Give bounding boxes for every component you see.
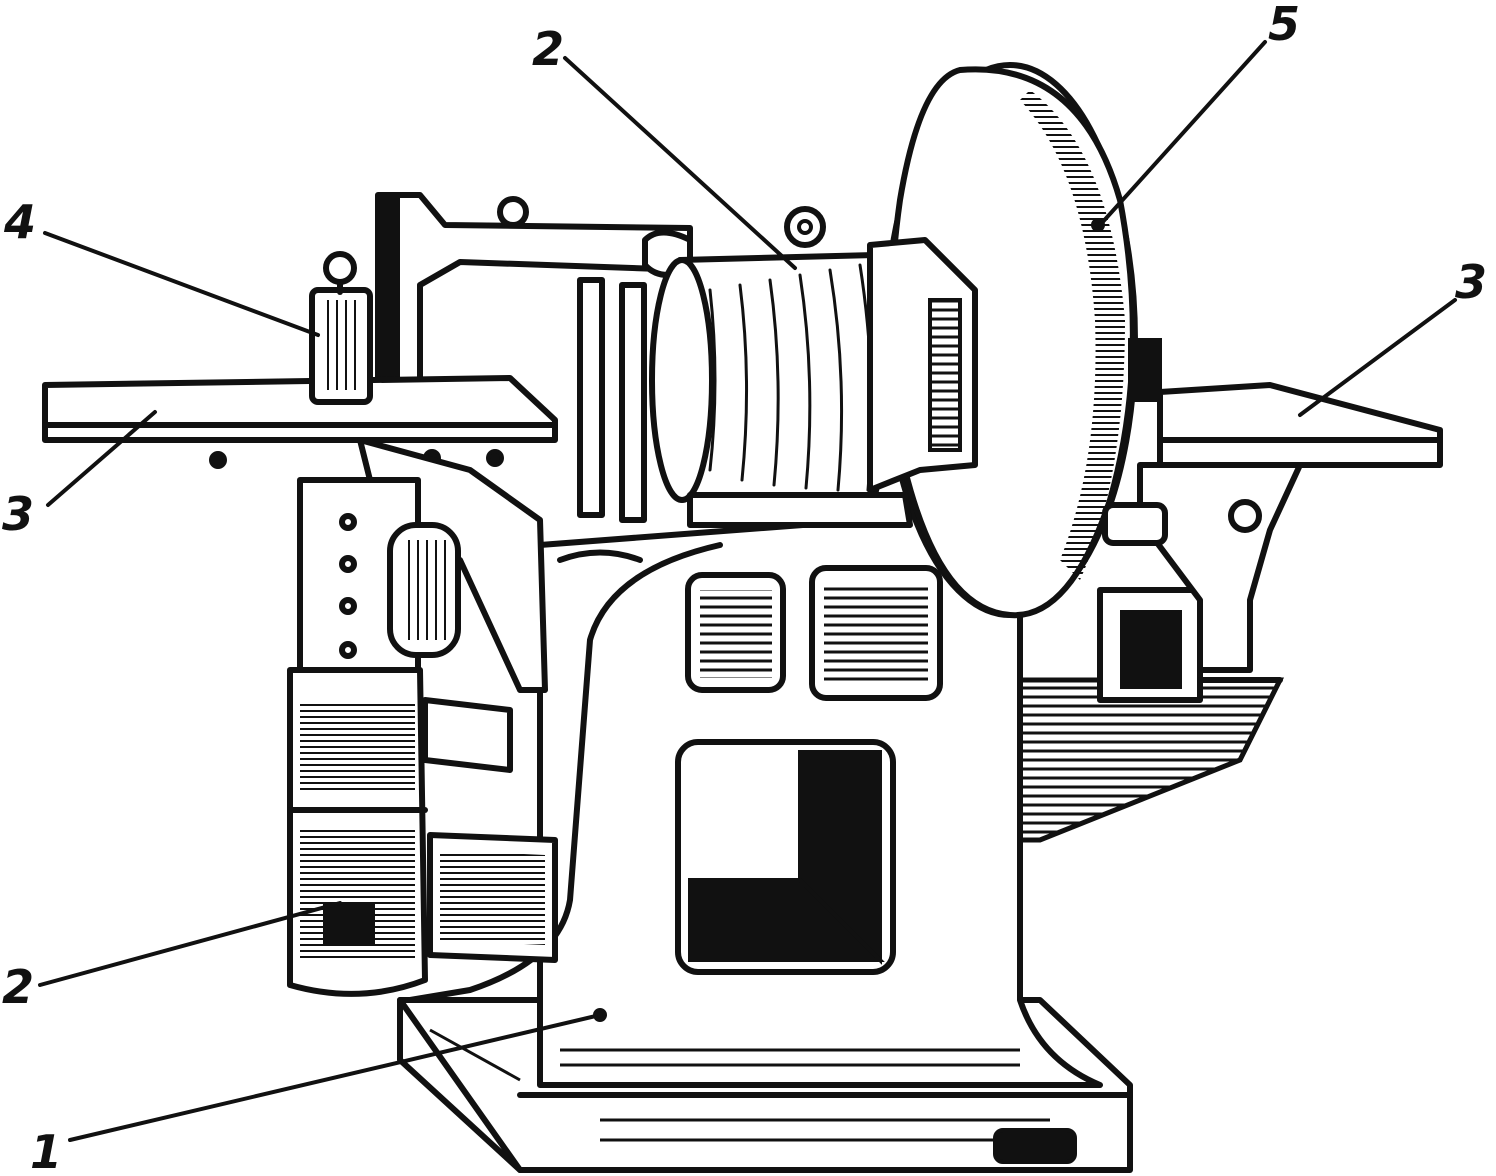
grinding-wheel: [882, 62, 1203, 703]
leader-3-right: [1298, 298, 1457, 417]
lower-column: [297, 437, 548, 693]
machine-column: [407, 507, 1285, 1088]
left-work-table: [42, 375, 558, 469]
right-work-table: [1102, 338, 1443, 683]
leader-4: [43, 231, 320, 337]
leader-1: [68, 1013, 602, 1142]
leader-2-top: [563, 56, 797, 270]
label-2-bottom: 2: [2, 960, 34, 1014]
label-2-top: 2: [532, 22, 564, 76]
leader-lines: [38, 40, 1457, 1142]
label-5: 5: [1268, 0, 1300, 51]
label-3-left: 3: [2, 487, 34, 541]
label-4: 4: [3, 195, 36, 249]
leader-3-left: [46, 410, 157, 507]
leader-5: [1098, 40, 1267, 227]
lower-motor: [287, 667, 558, 997]
label-1: 1: [30, 1125, 62, 1176]
spindle-unit: [309, 251, 373, 405]
label-3-right: 3: [1455, 255, 1487, 309]
leader-2-bottom: [38, 901, 342, 987]
upper-motor: [375, 192, 978, 528]
